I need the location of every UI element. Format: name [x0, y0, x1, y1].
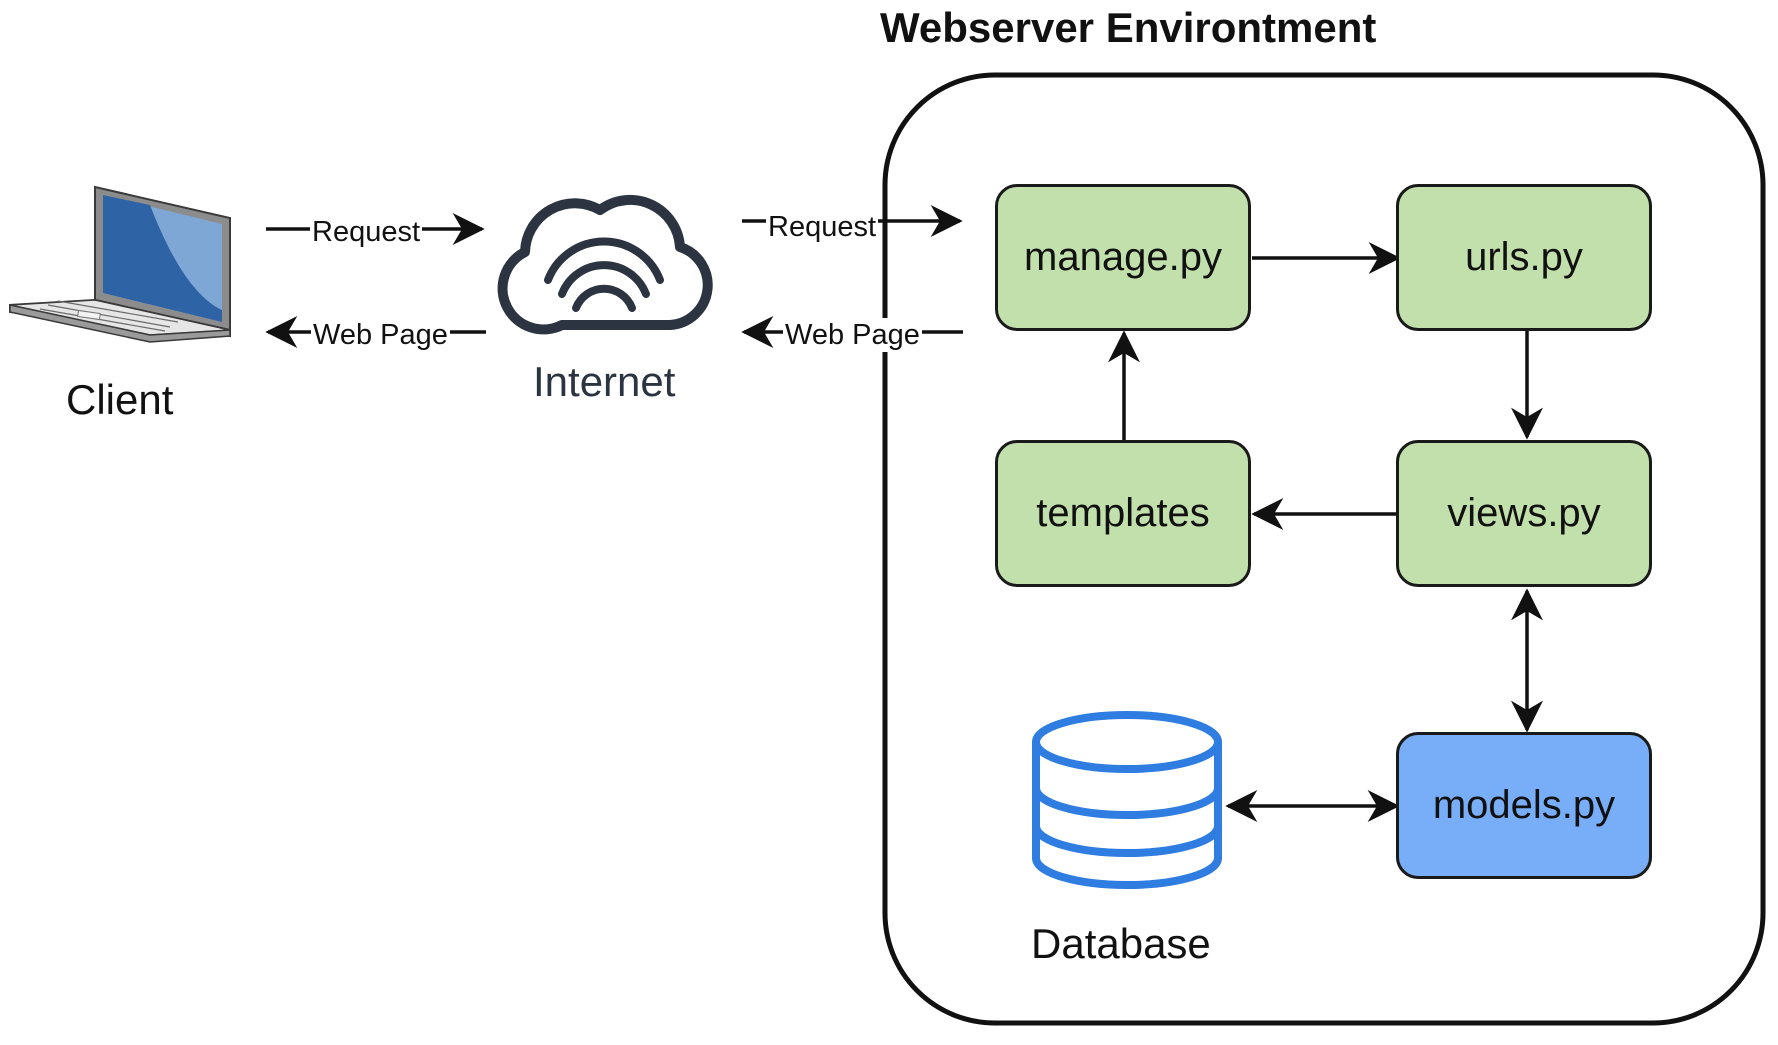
client-label: Client: [66, 376, 174, 423]
manage-py-node: manage.py: [995, 184, 1251, 331]
internet-webpage-label: Web Page: [783, 318, 922, 352]
client-webpage-label: Web Page: [311, 318, 450, 352]
webserver-environment-container: [882, 72, 1766, 1026]
laptop-icon: [9, 185, 231, 343]
urls-py-node: urls.py: [1396, 184, 1652, 331]
cloud-wifi-icon: [497, 194, 713, 335]
database-icon: [1032, 711, 1222, 889]
internet-label: Internet: [533, 358, 676, 405]
internet-request-label: Request: [766, 210, 879, 244]
templates-node: templates: [995, 440, 1251, 587]
models-py-node: models.py: [1396, 732, 1652, 879]
client-request-label: Request: [310, 215, 423, 249]
views-py-node: views.py: [1396, 440, 1652, 587]
diagram-title: Webserver Environtment: [880, 4, 1377, 51]
database-label: Database: [1031, 920, 1211, 967]
